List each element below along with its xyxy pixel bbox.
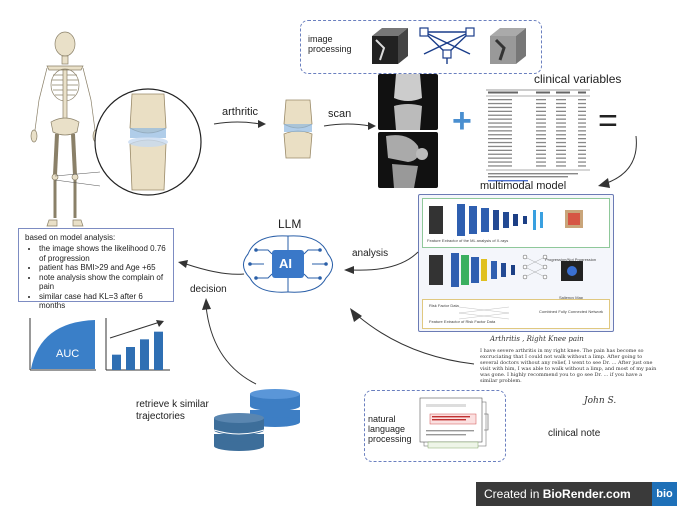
image-processing-label-line1: image <box>308 34 333 44</box>
bar <box>112 354 121 370</box>
nlp-label-line3: processing <box>368 434 412 444</box>
trend-arrow <box>109 321 161 339</box>
arrow-llm-to-analysis-box <box>178 260 245 275</box>
risk-factor-network <box>458 306 510 320</box>
risk-factor-data-label: Risk Factor Data <box>429 303 459 308</box>
database-icon <box>213 389 300 451</box>
model-analysis-list: the image shows the likelihood 0.76 of p… <box>25 244 169 311</box>
trend-arrowhead <box>156 320 164 327</box>
clinical-note-signature: John S. <box>584 396 617 406</box>
cnn-layers-top <box>429 204 583 236</box>
nlp-document-icon <box>419 397 489 449</box>
skeleton-illustration <box>30 31 100 227</box>
bar <box>154 331 163 370</box>
arrow-to-scan <box>323 122 376 130</box>
analysis-label: analysis <box>352 248 389 259</box>
auc-area <box>31 320 95 369</box>
analysis-item: similar case had KL=3 after 6 months <box>39 292 169 311</box>
clinical-note-body: I have severe arthritis in my right knee… <box>480 348 657 384</box>
analysis-item: note analysis show the complain of pain <box>39 273 169 292</box>
bar <box>140 339 149 370</box>
arrow-to-arthritic-knee <box>213 120 266 128</box>
plus-sign: + <box>452 102 472 140</box>
arrow-db-to-llm <box>202 298 257 385</box>
processed-xray-cube-icon <box>490 28 526 64</box>
bar-chart <box>105 318 170 371</box>
arrow-to-multimodal-model <box>598 135 637 188</box>
knee-magnified-circle <box>94 88 202 196</box>
analysis-item: the image shows the likelihood 0.76 of p… <box>39 244 169 263</box>
multimodal-model-label: multimodal model <box>480 180 567 192</box>
arthritic-label: arthritic <box>222 106 259 118</box>
auc-curve-chart <box>29 318 96 371</box>
knee-xray-frontal <box>378 74 438 130</box>
clinical-note-heading: Arthritis , Right Knee pain <box>490 335 584 343</box>
model-analysis-heading: based on model analysis: <box>25 233 116 242</box>
network-diagram-icon <box>419 27 475 64</box>
risk-extractor-label: Feature Extractor of Risk Factor Data <box>429 319 496 324</box>
combined-network-label: Combined Fully Connected Network <box>539 309 604 314</box>
auc-label: AUC <box>56 348 80 360</box>
biorender-badge[interactable]: bio <box>652 482 677 506</box>
llm-label: LLM <box>278 217 302 231</box>
retrieve-label-line1: retrieve k similar <box>136 399 209 410</box>
analysis-item: patient has BMI>29 and Age +65 <box>39 263 169 273</box>
cnn-layers-bottom <box>429 253 583 287</box>
retrieve-label-line2: trajectories <box>136 411 185 422</box>
multimodal-model-panel: Feature Extractor of the ML analysis of … <box>418 194 614 332</box>
nlp-label-line1: natural <box>368 414 396 424</box>
bar <box>126 347 135 370</box>
clinical-variables-label: clinical variables <box>534 72 622 86</box>
decision-label: decision <box>190 284 227 295</box>
risk-branch-box <box>422 299 610 329</box>
ai-brain-icon <box>243 235 333 293</box>
clinical-note-label: clinical note <box>548 428 601 439</box>
model-analysis-box: based on model analysis: the image shows… <box>18 228 174 310</box>
xray-cube-icon <box>372 28 408 64</box>
zoom-lines <box>55 171 101 187</box>
panel-title-feature-extractor: Feature Extractor of the ML analysis of … <box>427 238 509 243</box>
equals-sign: = <box>598 102 618 140</box>
arrow-note-to-model <box>350 308 475 365</box>
footer-brand[interactable]: BioRender.com <box>542 487 631 501</box>
panel-progression-label: Progression/Not Progression <box>545 257 597 262</box>
ai-chip-label: AI <box>279 256 292 271</box>
knee-xray-lateral <box>378 132 438 188</box>
arrow-model-to-llm <box>344 251 419 274</box>
scan-label: scan <box>328 108 352 120</box>
panel-saliency-label: Saliency Map <box>559 295 584 300</box>
footer-created-in: Created in <box>484 487 543 501</box>
clinical-variables-table <box>486 88 590 184</box>
biorender-footer: Created in BioRender.com <box>476 482 652 506</box>
arthritic-knee-illustration <box>283 99 313 159</box>
image-processing-label-line2: processing <box>308 44 352 54</box>
nlp-label-line2: language <box>368 424 406 434</box>
